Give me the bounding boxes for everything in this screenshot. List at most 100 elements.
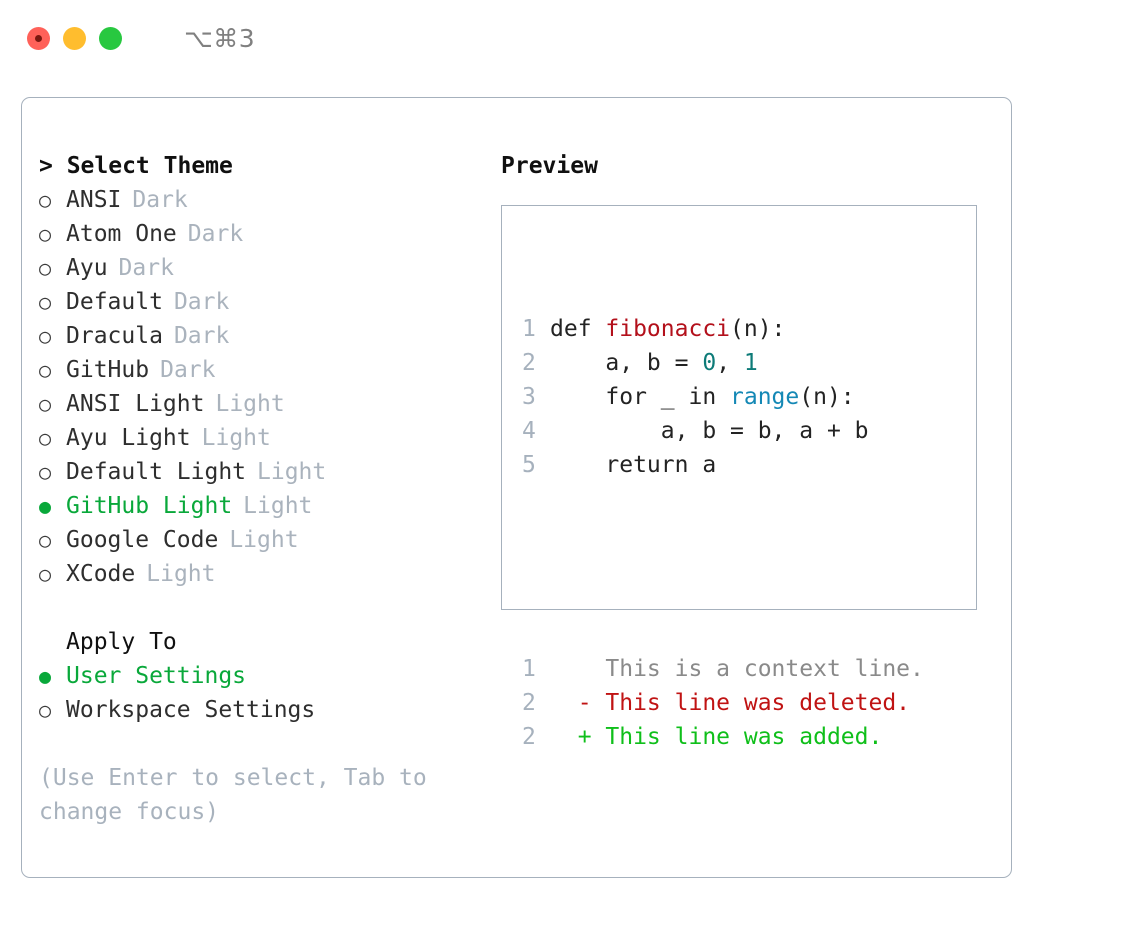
radio-unselected-icon: ○ [39,698,52,722]
theme-item-variant: Light [229,527,299,553]
theme-item-label: Atom One [66,221,177,247]
line-number: 1 [522,656,536,682]
code-token-num: 1 [743,350,758,376]
minimize-button[interactable] [63,26,86,50]
theme-item-variant: Dark [160,357,216,383]
diff-line-del: 2 - This line was deleted. [522,686,924,720]
code-line: 2 a, b = 0, 1 [522,346,924,380]
radio-selected-icon: ● [39,664,52,688]
theme-item-label: Google Code [66,527,219,553]
line-number: 5 [522,452,536,478]
theme-item-variant: Light [146,561,216,587]
theme-panel-header: > Select Theme [39,153,233,179]
code-token-plain: for _ in [550,384,731,410]
keyboard-shortcut-label: ⌥⌘3 [184,23,256,53]
code-token-plain: a, b = [550,350,703,376]
theme-item-google-code[interactable]: ○ Google Code Light [39,523,499,557]
theme-item-github-light[interactable]: ● GitHub Light Light [39,489,499,523]
code-token-plain: , [716,350,744,376]
code-line-text: return a [550,448,716,482]
code-line-text: def fibonacci(n): [550,312,785,346]
diff-line-add: 2 + This line was added. [522,720,924,754]
code-line-text: a, b = b, a + b [550,414,869,448]
code-token-plain: return a [550,452,717,478]
window-controls [27,26,122,50]
apply-to-item-workspace-settings[interactable]: ○ Workspace Settings [39,693,499,727]
theme-item-xcode[interactable]: ○ XCode Light [39,557,499,591]
apply-to-list[interactable]: ● User Settings ○ Workspace Settings [39,659,499,727]
theme-item-label: ANSI Light [66,391,205,417]
radio-unselected-icon: ○ [39,358,52,382]
code-line: 4 a, b = b, a + b [522,414,924,448]
theme-item-variant: Dark [132,187,188,213]
line-number: 2 [522,350,536,376]
theme-item-label: Ayu Light [66,425,191,451]
diff-sign: + [550,724,592,750]
code-token-plain: (n): [730,316,786,342]
code-token-num: 0 [702,350,717,376]
diff-sign [550,656,592,682]
apply-to-header-marker: ○ [39,625,66,659]
code-token-plain: (n): [799,384,855,410]
diff-line-text: This is a context line. [550,652,924,686]
title-bar: ⌥⌘3 [0,0,1140,76]
diff-content: This line was deleted. [591,690,911,716]
radio-unselected-icon: ○ [39,426,52,450]
code-token-func: fibonacci [605,316,731,342]
theme-item-variant: Light [257,459,327,485]
line-number: 2 [522,690,536,716]
radio-unselected-icon: ○ [39,562,52,586]
theme-item-label: GitHub Light [66,493,233,519]
diff-line-ctx: 1 This is a context line. [522,652,924,686]
theme-item-default[interactable]: ○ Default Dark [39,285,499,319]
theme-item-label: Default [66,289,163,315]
diff-lines: 1 This is a context line.2 - This line w… [522,652,924,754]
apply-to-item-user-settings[interactable]: ● User Settings [39,659,499,693]
diff-line-text: + This line was added. [550,720,883,754]
keyboard-hint: (Use Enter to select, Tab to change focu… [39,765,427,825]
line-number: 2 [522,724,536,750]
code-token-plain: a, b = b, a + b [550,418,869,444]
theme-item-variant: Dark [173,323,230,349]
radio-unselected-icon: ○ [39,528,52,552]
apply-to-item-label: User Settings [66,663,247,689]
close-button[interactable] [27,26,50,50]
apply-to-item-label: Workspace Settings [66,697,316,723]
theme-item-variant: Dark [187,221,244,247]
code-blank-line [522,550,924,584]
radio-unselected-icon: ○ [39,324,52,348]
radio-selected-icon: ● [39,494,52,518]
theme-item-ayu-light[interactable]: ○ Ayu Light Light [39,421,499,455]
diff-content: This line was added. [591,724,883,750]
theme-item-variant: Light [201,425,271,451]
theme-item-label: XCode [66,561,136,587]
theme-item-label: GitHub [66,357,150,383]
diff-sign: - [550,690,592,716]
line-number: 1 [522,316,536,342]
theme-item-label: Default Light [66,459,247,485]
code-line-text: for _ in range(n): [550,380,855,414]
code-token-call: range [730,384,800,410]
maximize-button[interactable] [99,26,122,50]
theme-item-label: Ayu [66,255,108,281]
radio-unselected-icon: ○ [39,290,52,314]
theme-item-github[interactable]: ○ GitHub Dark [39,353,499,387]
radio-unselected-icon: ○ [39,256,52,280]
preview-title: Preview [501,153,598,179]
theme-item-variant: Light [243,493,313,519]
code-token-plain: def [550,316,606,342]
theme-item-variant: Dark [173,289,230,315]
